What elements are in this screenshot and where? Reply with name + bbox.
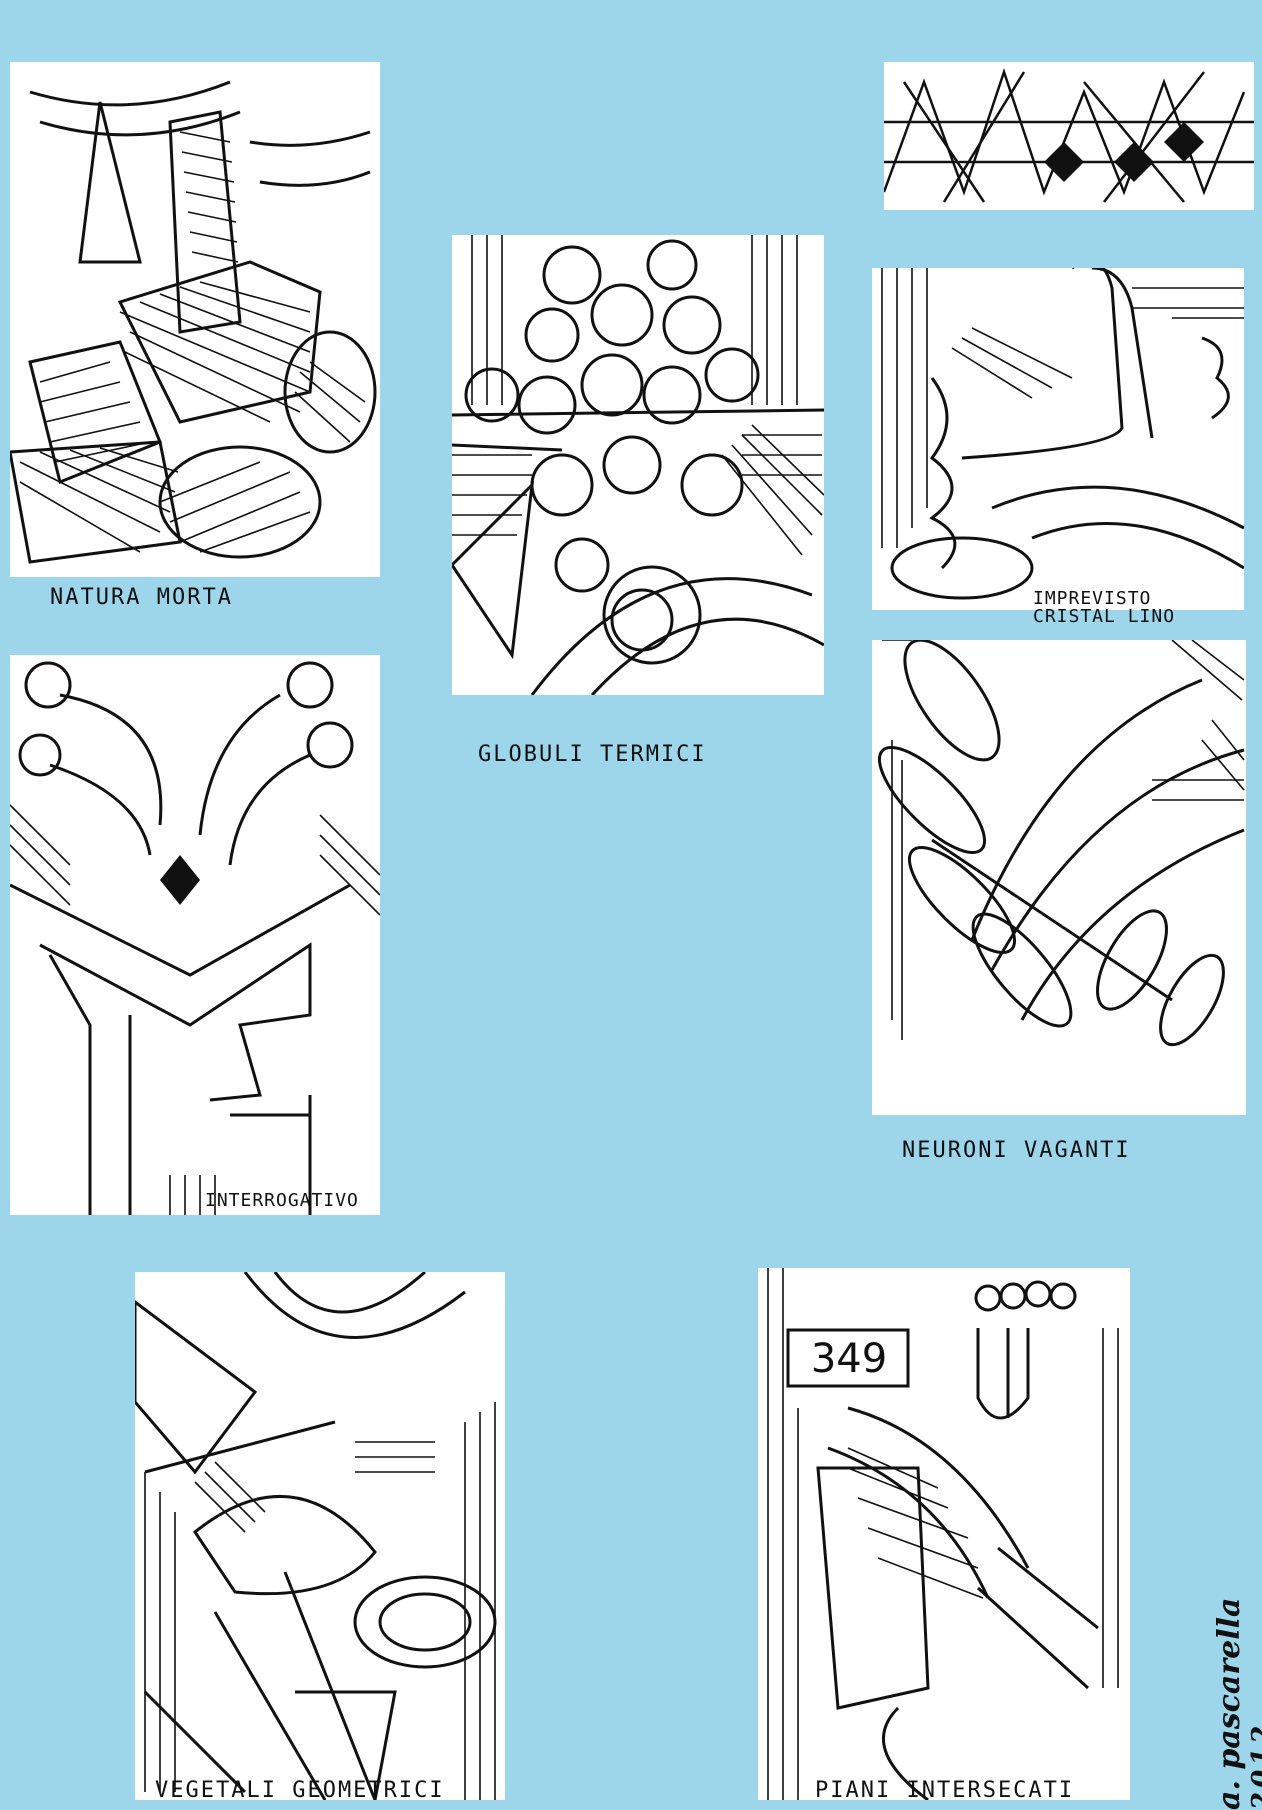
signature-name: a. pascarella bbox=[1212, 1597, 1247, 1810]
artist-signature: a. pascarella 2012 bbox=[1212, 1598, 1262, 1810]
globuli-termici-drawing bbox=[452, 235, 824, 695]
imprevisto-drawing bbox=[881, 268, 1244, 600]
sketch-natura-morta bbox=[10, 62, 380, 577]
sketch-vegetali-geometrici bbox=[135, 1272, 505, 1800]
sketch-piani-intersecati: 349 bbox=[758, 1268, 1130, 1800]
sketch-interrogativo bbox=[10, 655, 380, 1215]
imprevisto-label: IMPREVISTO CRISTAL LINO bbox=[1033, 588, 1176, 627]
sketch-globuli-termici bbox=[452, 235, 824, 695]
sketch-neuroni-vaganti bbox=[872, 640, 1246, 1115]
interrogativo-label: INTERROGATIVO bbox=[205, 1190, 359, 1211]
piani-drawing bbox=[767, 1268, 1119, 1800]
neuroni-drawing bbox=[877, 640, 1245, 1047]
globuli-termici-label: GLOBULI TERMICI bbox=[478, 742, 707, 767]
number-349: 349 bbox=[810, 1336, 888, 1382]
natura-morta-label: NATURA MORTA bbox=[50, 585, 233, 610]
vegetali-label: VEGETALI GEOMETRICI bbox=[155, 1778, 445, 1803]
natura-morta-drawing bbox=[10, 80, 377, 564]
vegetali-drawing bbox=[135, 1272, 497, 1800]
sketch-imprevisto-cristallino bbox=[872, 268, 1244, 610]
crystal-strip-drawing bbox=[884, 68, 1254, 203]
neuroni-vaganti-label: NEURONI VAGANTI bbox=[902, 1138, 1131, 1163]
piani-label: PIANI INTERSECATI bbox=[815, 1778, 1075, 1803]
signature-year: 2012 bbox=[1247, 1721, 1262, 1810]
interrogativo-drawing bbox=[10, 661, 380, 1215]
sketch-imprevisto-top bbox=[884, 62, 1254, 210]
